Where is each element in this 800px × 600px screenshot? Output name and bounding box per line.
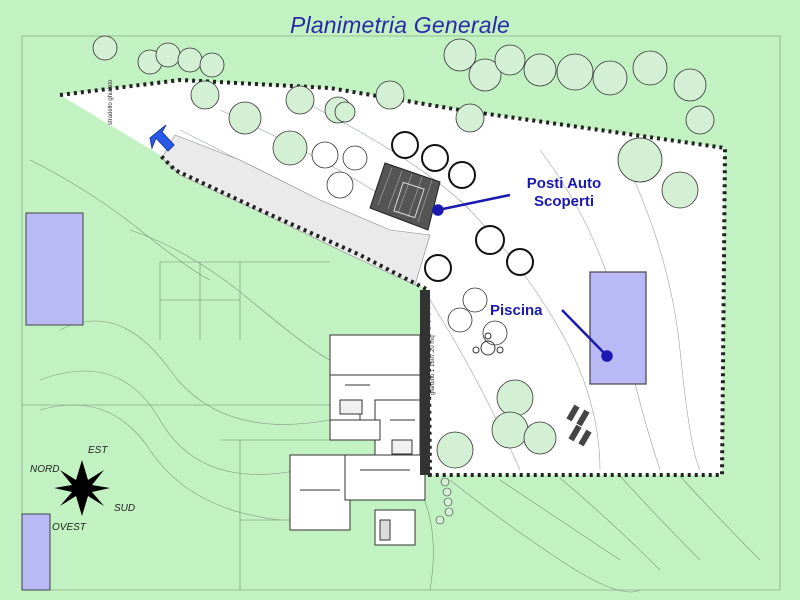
contour-lines [29, 159, 761, 593]
parking-area [369, 162, 441, 231]
pool-label: Piscina [490, 302, 543, 319]
road-note: stradello ghiaiato [108, 79, 114, 125]
compass-rose-icon [54, 460, 110, 516]
compass-west-label: OVEST [52, 522, 86, 533]
neighbour-pool-southwest [21, 513, 51, 591]
tree-outlines [311, 141, 508, 346]
area-note: giardino 1 1607.20 mq [430, 335, 436, 395]
parking-label-line1: Posti Auto [526, 175, 602, 192]
gravel-driveway [161, 134, 431, 286]
compass-east-label: EST [88, 445, 108, 456]
entrance-arrow-icon [149, 124, 175, 152]
house-floorplan [289, 334, 426, 546]
pool-loungers [566, 404, 592, 447]
parking-label: Posti Auto Scoperti [508, 175, 620, 211]
page-title: Planimetria Generale [289, 12, 511, 38]
garden-table [472, 332, 504, 356]
swimming-pool [589, 271, 647, 385]
callout-leaders [432, 193, 613, 362]
compass-south-label: SUD [114, 503, 136, 514]
dark-trees [391, 131, 534, 282]
compass-north-label: NORD [30, 464, 60, 475]
parking-label-line2: Scoperti [533, 193, 594, 210]
house-dark-wall [420, 290, 430, 475]
tree-canopies [92, 35, 715, 469]
property-boundary [59, 77, 728, 477]
hedge [435, 477, 454, 525]
neighbour-pool-west [25, 212, 84, 326]
